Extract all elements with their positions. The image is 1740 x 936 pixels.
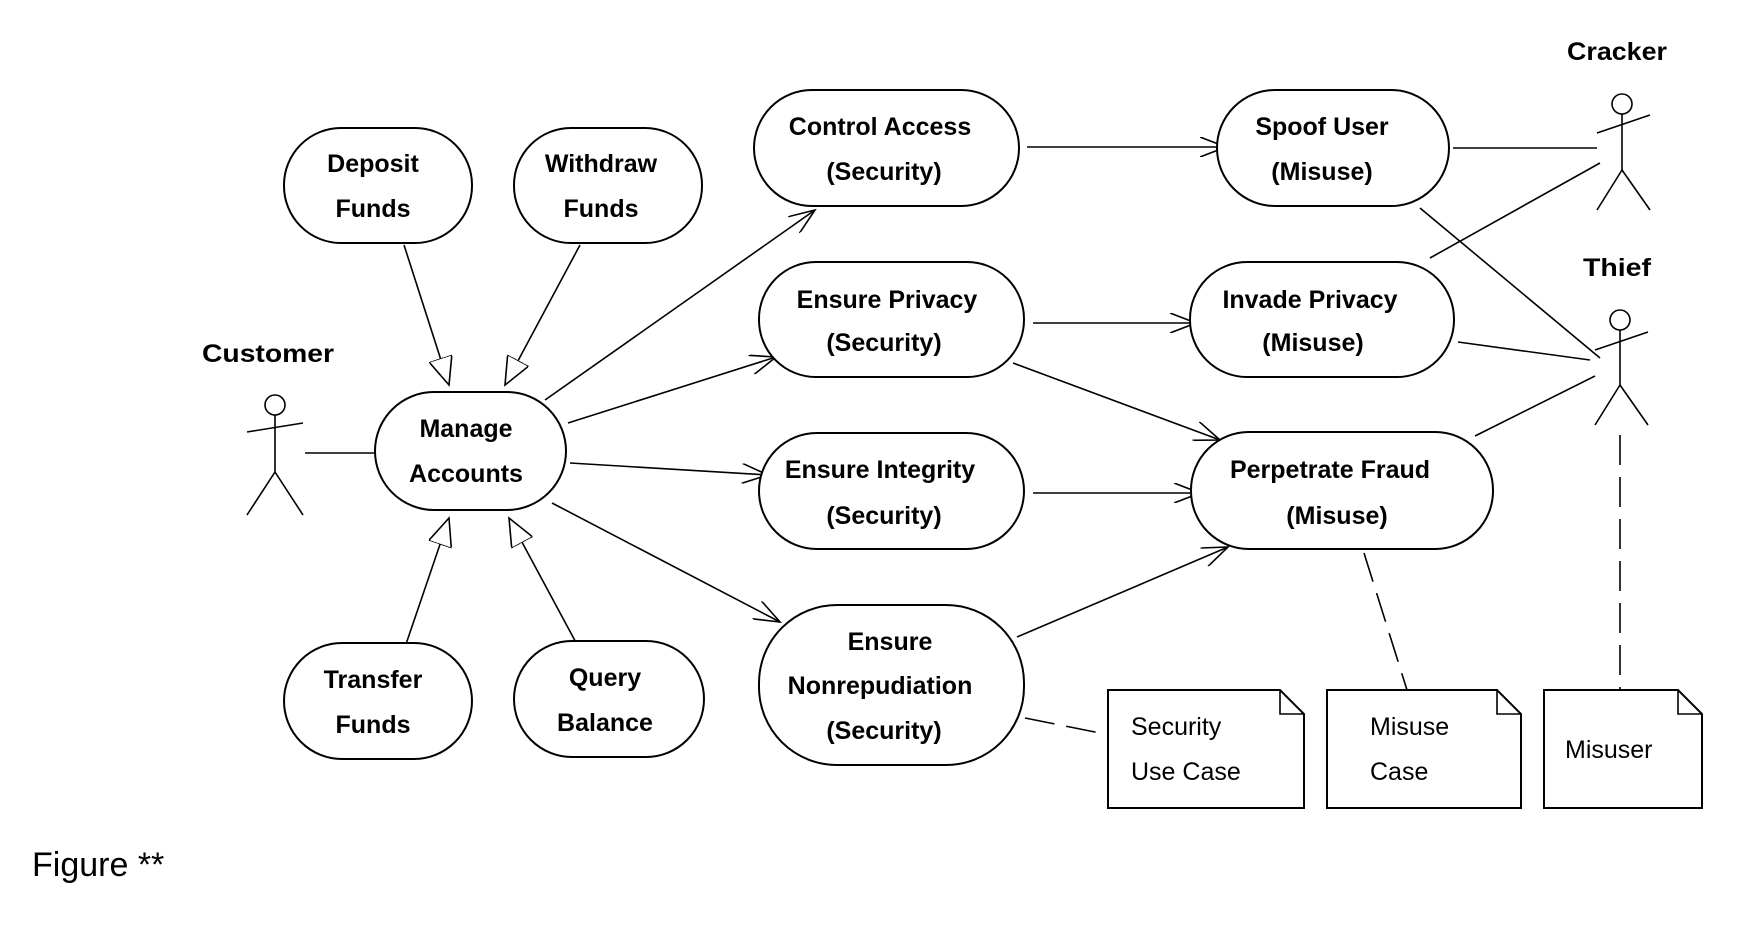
svg-text:Ensure Integrity: Ensure Integrity	[785, 456, 975, 484]
svg-text:(Misuse): (Misuse)	[1262, 329, 1363, 357]
use-case-deposit-funds: Deposit Funds	[283, 127, 473, 244]
svg-text:Case: Case	[1370, 758, 1428, 786]
svg-text:Security: Security	[1131, 713, 1222, 741]
actor-cracker: Cracker	[1567, 38, 1667, 211]
generalization-query	[509, 518, 581, 651]
svg-text:Control Access: Control Access	[789, 113, 971, 141]
assoc-invade-thief	[1457, 341, 1591, 361]
svg-text:Deposit: Deposit	[327, 150, 419, 178]
svg-text:Withdraw: Withdraw	[545, 150, 658, 178]
actor-label-customer: Customer	[202, 340, 334, 368]
svg-text:(Security): (Security)	[826, 158, 941, 186]
include-ensure-nonrepudiation	[551, 502, 780, 622]
use-case-ensure-nonrepudiation: Ensure Nonrepudiation (Security)	[758, 604, 1025, 766]
svg-text:Balance: Balance	[557, 709, 653, 737]
assoc-fraud-thief	[1474, 375, 1596, 437]
svg-text:Misuser: Misuser	[1565, 736, 1653, 764]
use-case-query-balance: Query Balance	[513, 640, 705, 758]
misuse-case-invade-privacy: Invade Privacy (Misuse)	[1189, 261, 1455, 378]
svg-text:Perpetrate Fraud: Perpetrate Fraud	[1230, 456, 1430, 484]
actor-customer: Customer	[202, 340, 334, 516]
note-misuser: Misuser	[1543, 689, 1703, 809]
include-control-access	[544, 210, 815, 401]
svg-text:(Security): (Security)	[826, 717, 941, 745]
svg-text:(Misuse): (Misuse)	[1271, 158, 1372, 186]
svg-text:Funds: Funds	[336, 711, 411, 739]
svg-text:Transfer: Transfer	[324, 666, 423, 694]
actor-thief: Thief	[1583, 254, 1652, 426]
include-ensure-integrity	[569, 462, 768, 475]
link-nonrepudiation-fraud	[1016, 547, 1228, 638]
generalization-transfer	[403, 518, 449, 651]
misuse-case-diagram: Customer Cracker Thief Deposit Funds Wit…	[202, 38, 1703, 809]
svg-text:Ensure Privacy: Ensure Privacy	[797, 286, 978, 314]
link-privacy-fraud	[1012, 362, 1220, 440]
use-case-manage-accounts: Manage Accounts	[374, 391, 567, 511]
use-case-withdraw-funds: Withdraw Funds	[513, 127, 703, 244]
svg-text:Query: Query	[569, 664, 641, 692]
svg-text:(Security): (Security)	[826, 329, 941, 357]
svg-text:Manage: Manage	[419, 415, 512, 443]
misuse-case-spoof-user: Spoof User (Misuse)	[1216, 89, 1450, 207]
include-ensure-privacy	[567, 357, 776, 424]
actor-label-cracker: Cracker	[1567, 38, 1667, 66]
use-case-ensure-privacy: Ensure Privacy (Security)	[758, 261, 1025, 378]
figure-caption: Figure **	[32, 846, 165, 884]
svg-text:(Misuse): (Misuse)	[1286, 502, 1387, 530]
anchor-security-note	[1024, 717, 1111, 736]
note-misuse-case: Misuse Case	[1326, 689, 1522, 809]
use-case-ensure-integrity: Ensure Integrity (Security)	[758, 432, 1025, 550]
use-case-transfer-funds: Transfer Funds	[283, 642, 473, 760]
svg-text:Funds: Funds	[564, 195, 639, 223]
misuse-case-perpetrate-fraud: Perpetrate Fraud (Misuse)	[1190, 431, 1494, 550]
note-security-use-case: Security Use Case	[1107, 689, 1305, 809]
assoc-spoof-thief	[1419, 207, 1601, 359]
svg-text:Spoof User: Spoof User	[1255, 113, 1389, 141]
svg-text:Nonrepudiation: Nonrepudiation	[788, 672, 973, 700]
svg-text:Funds: Funds	[336, 195, 411, 223]
svg-text:Misuse: Misuse	[1370, 713, 1449, 741]
svg-text:Invade Privacy: Invade Privacy	[1222, 286, 1397, 314]
anchor-misuse-case-note	[1363, 552, 1408, 691]
generalization-withdraw	[505, 244, 581, 385]
svg-text:Accounts: Accounts	[409, 460, 523, 488]
assoc-invade-cracker	[1429, 162, 1601, 259]
svg-text:Use Case: Use Case	[1131, 758, 1241, 786]
actor-label-thief: Thief	[1583, 254, 1652, 282]
connectors	[305, 147, 1621, 736]
svg-text:(Security): (Security)	[826, 502, 941, 530]
svg-text:Ensure: Ensure	[848, 628, 933, 656]
generalization-deposit	[403, 244, 449, 385]
use-case-control-access: Control Access (Security)	[753, 89, 1020, 207]
